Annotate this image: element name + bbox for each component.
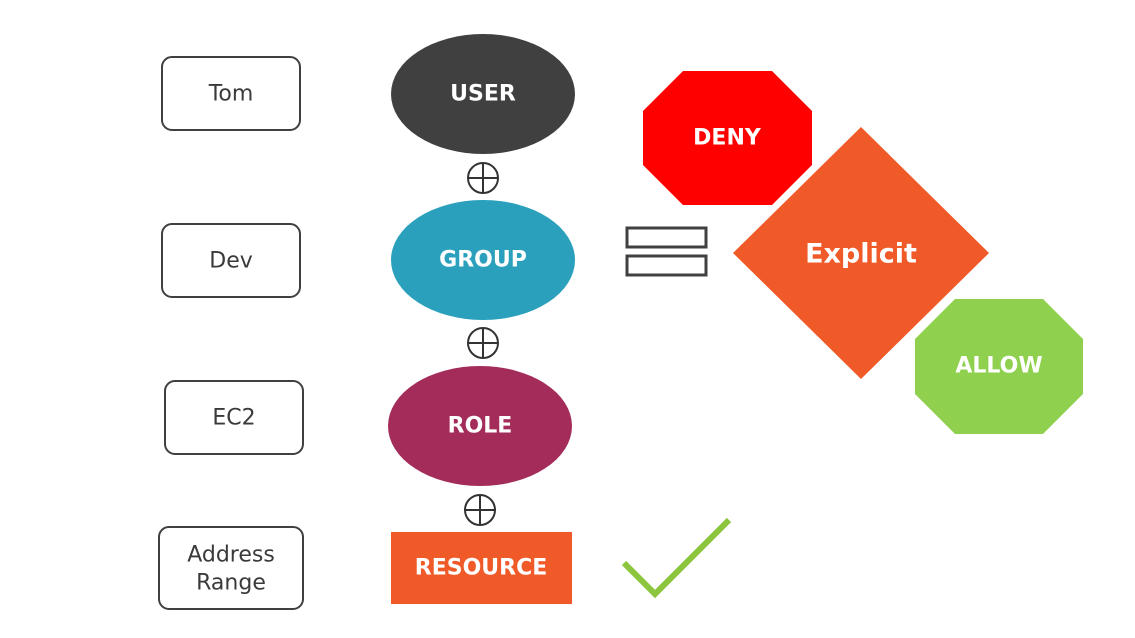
node-resource-label: RESOURCE (415, 556, 548, 581)
box-ec2: EC2 (164, 380, 304, 455)
box-tom-label: Tom (208, 82, 254, 107)
node-group: GROUP (391, 200, 575, 320)
checkmark-icon (621, 517, 732, 599)
node-user: USER (391, 34, 575, 154)
plus-icon-3 (464, 494, 496, 526)
outcome-allow: ALLOW (915, 299, 1083, 434)
plus-icon-2 (467, 327, 499, 359)
box-address-label-line2: Range (196, 571, 266, 596)
node-role-label: ROLE (448, 414, 513, 439)
box-ec2-label: EC2 (212, 406, 255, 431)
outcome-deny-label: DENY (693, 126, 762, 151)
outcome-deny: DENY (643, 71, 812, 205)
node-role: ROLE (388, 366, 572, 486)
box-dev: Dev (161, 223, 301, 298)
plus-icon-1 (467, 162, 499, 194)
box-address-label-line1: Address (187, 543, 275, 568)
node-user-label: USER (450, 82, 516, 107)
outcome-explicit: Explicit (733, 127, 989, 379)
outcome-allow-label: ALLOW (955, 354, 1042, 379)
node-group-label: GROUP (439, 248, 527, 273)
box-tom: Tom (161, 56, 301, 131)
node-resource: RESOURCE (391, 532, 572, 604)
outcome-explicit-label: Explicit (805, 239, 917, 270)
box-dev-label: Dev (209, 249, 253, 274)
box-address-range: Address Range (158, 526, 304, 610)
equals-icon (625, 226, 708, 277)
